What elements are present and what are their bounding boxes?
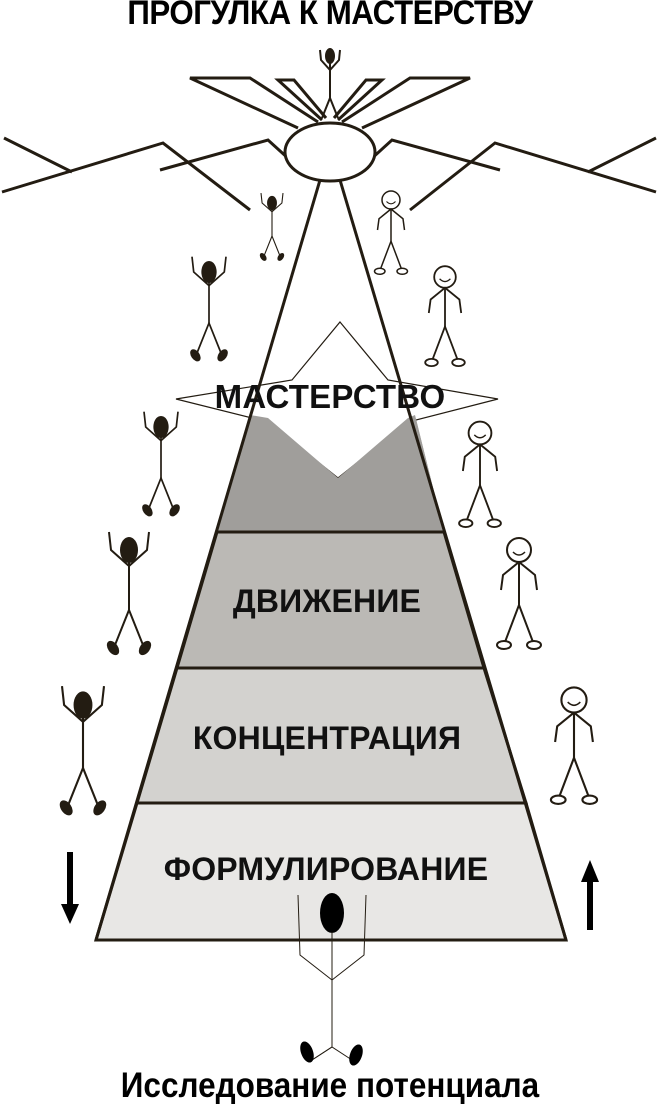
walker-figure-icon xyxy=(496,537,542,650)
base-figure-icon xyxy=(297,893,367,1066)
mountain-lines xyxy=(1,136,657,212)
walker-figure-icon xyxy=(424,265,466,368)
sun-rays xyxy=(189,76,471,130)
arrow-up-icon xyxy=(581,860,599,930)
climber-figure-icon xyxy=(257,192,287,263)
level-label-formulation: ФОРМУЛИРОВАНИЕ xyxy=(163,851,489,887)
walker-figure-icon xyxy=(373,190,409,275)
diagram-title: ПРОГУЛКА К МАСТЕРСТВУ xyxy=(127,0,533,32)
footer-caption: Исследование потенциала xyxy=(120,1066,540,1105)
arrow-down-icon xyxy=(61,852,79,924)
level-label-concentration: КОНЦЕНТРАЦИЯ xyxy=(192,720,462,756)
walker-figure-icon xyxy=(458,420,502,528)
summit-figure-icon xyxy=(319,48,341,119)
climber-figure-icon xyxy=(56,685,110,819)
level-label-movement: ДВИЖЕНИЕ xyxy=(232,583,422,619)
walker-figure-icon xyxy=(549,686,599,806)
level-label-mastery: МАСТЕРСТВО xyxy=(214,378,446,415)
climber-figure-icon xyxy=(187,255,231,365)
climber-figure-icon xyxy=(139,410,183,520)
climber-figure-icon xyxy=(103,531,155,659)
sun-icon xyxy=(283,121,377,183)
